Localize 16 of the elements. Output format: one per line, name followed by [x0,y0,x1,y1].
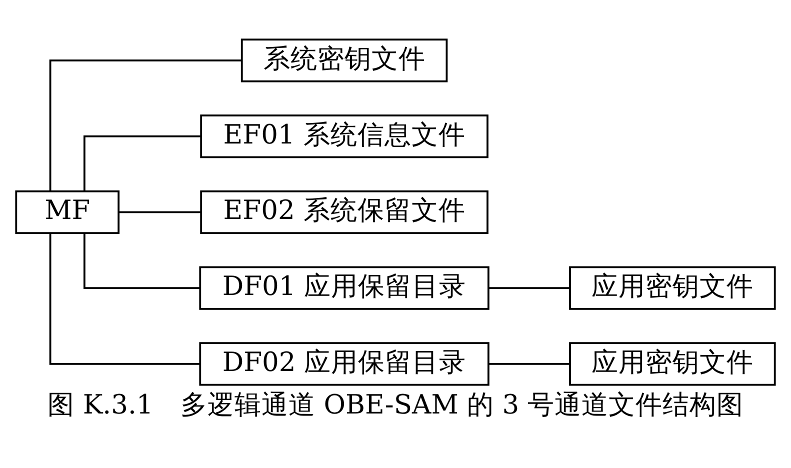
node-box: 应用密钥文件 [569,342,776,386]
connector [84,135,201,191]
node-box: DF01 应用保留目录 [199,266,490,310]
connector [49,233,200,365]
connector [84,234,200,289]
connector [488,362,570,365]
node-box: DF02 应用保留目录 [199,342,490,386]
node-box: 应用密钥文件 [569,266,776,310]
connector [118,211,201,214]
caption: 图 K.3.1 多逻辑通道 OBE-SAM 的 3 号通道文件结构图 [47,390,744,421]
connector [49,60,242,192]
node-box: MF [15,190,120,234]
node-box: EF02 系统保留文件 [200,190,488,234]
node-box: EF01 系统信息文件 [200,114,488,158]
node-box: 系统密钥文件 [240,38,448,82]
connector [488,287,570,289]
